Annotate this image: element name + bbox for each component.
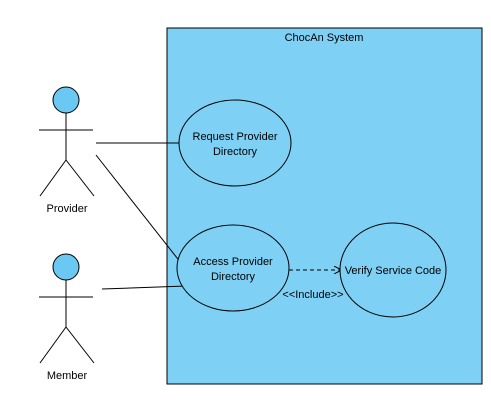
actor-head-icon: [52, 253, 80, 281]
use-case-ellipse: [178, 99, 292, 187]
system-boundary-box: [166, 27, 483, 385]
use-case-access-provider-directory[interactable]: Access Provider Directory: [176, 224, 290, 312]
actor-right-leg: [65, 159, 95, 197]
use-case-label-line: Verify Service Code: [345, 265, 442, 277]
use-case-label-line: Request Provider: [193, 131, 278, 143]
system-boundary[interactable]: ChocAn System: [166, 27, 483, 385]
association-member-access[interactable]: [101, 285, 187, 290]
system-title: ChocAn System: [285, 32, 364, 44]
use-case-ellipse: [339, 222, 447, 318]
actor-head-icon: [52, 86, 80, 114]
association-provider-access[interactable]: [95, 154, 182, 264]
use-case-label-line: Directory: [211, 271, 256, 283]
use-case-label-line: Access Provider: [193, 256, 273, 268]
use-case-label-line: Directory: [213, 146, 258, 158]
actor-left-leg: [39, 326, 67, 364]
use-case-verify-service-code[interactable]: Verify Service Code: [339, 222, 447, 318]
use-case-request-provider-directory[interactable]: Request Provider Directory: [178, 99, 292, 187]
actor-member[interactable]: Member: [39, 253, 95, 382]
actor-right-leg: [65, 326, 95, 364]
actor-label: Provider: [47, 203, 88, 215]
actor-provider[interactable]: Provider: [39, 86, 95, 215]
use-case-ellipse: [176, 224, 290, 312]
include-label: <<Include>>: [282, 289, 343, 301]
actor-label: Member: [47, 370, 88, 382]
actor-left-leg: [39, 159, 67, 197]
